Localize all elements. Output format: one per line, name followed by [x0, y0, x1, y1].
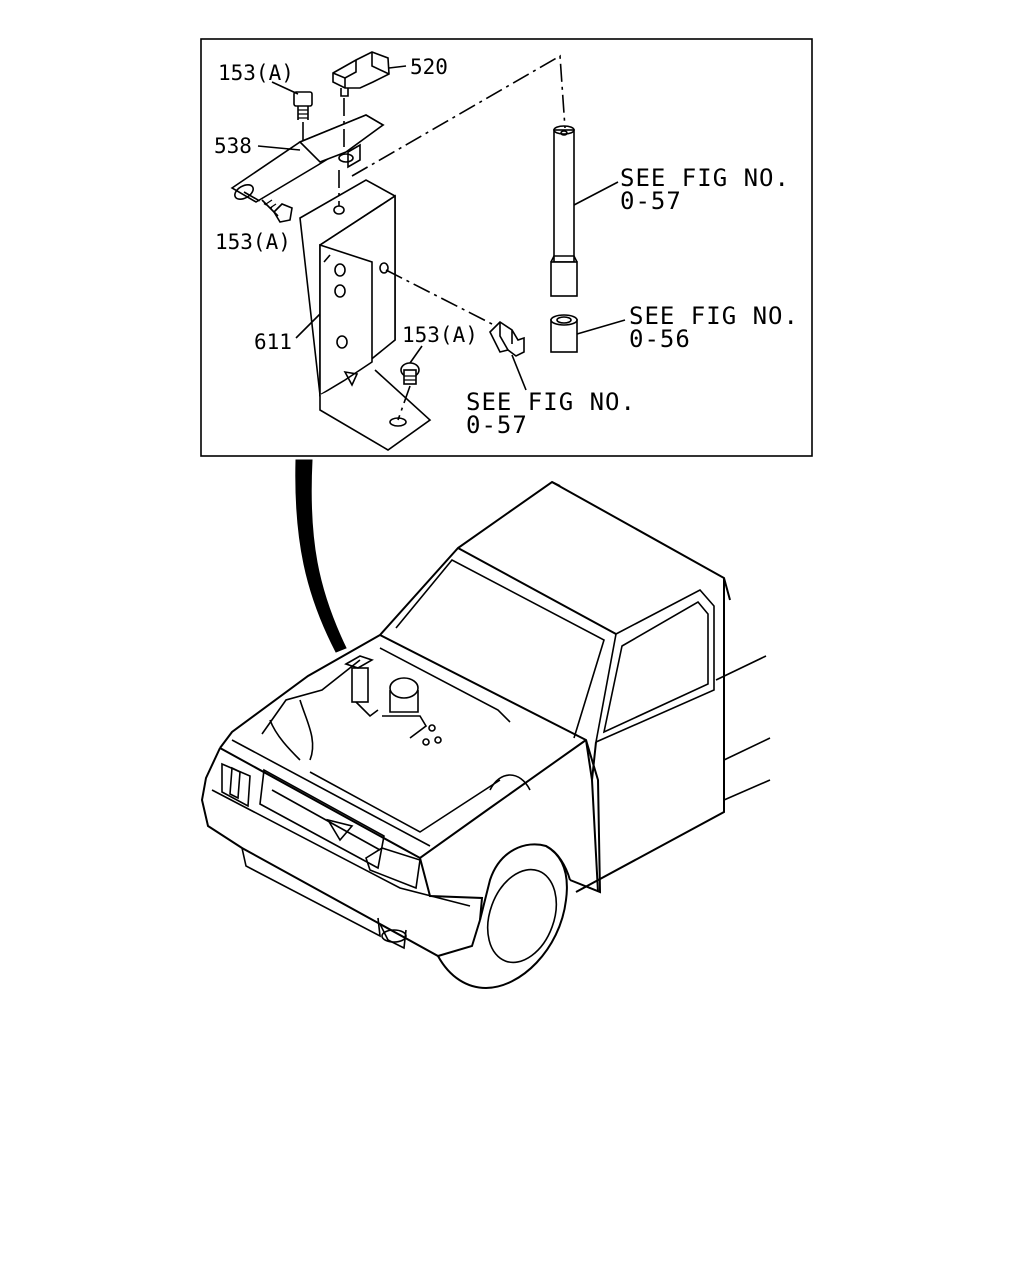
- bolt-mid: [261, 199, 293, 223]
- ref-ferrite-line2: 0-56: [629, 325, 691, 353]
- dash-bolt-mid: [243, 191, 273, 209]
- clip: [489, 320, 525, 357]
- leader-ref-ferrite: [576, 319, 626, 335]
- label-bolt-top: 153(A): [218, 61, 294, 85]
- leader-ref-clip: [511, 354, 527, 391]
- leader-ref-antenna: [573, 181, 619, 206]
- leader-538: [257, 145, 301, 151]
- ref-antenna-line1: SEE FIG NO.: [620, 164, 790, 192]
- ref-clip-line2: 0-57: [466, 411, 528, 439]
- truck-illustration: [200, 480, 771, 990]
- leader-bolt-low: [409, 345, 423, 364]
- leader-bolt-top: [271, 81, 299, 95]
- connector-520: [332, 51, 390, 97]
- dash-bolt-low: [397, 385, 411, 421]
- label-connector: 520: [410, 55, 448, 79]
- leader-520: [388, 65, 407, 69]
- bolt-top: [293, 91, 313, 120]
- ferrite-sleeve: [550, 314, 578, 353]
- label-bolt-low: 153(A): [402, 323, 478, 347]
- bracket-538: [230, 114, 385, 203]
- module-611: [299, 179, 432, 451]
- label-bracket: 538: [214, 134, 252, 158]
- callout-arrow: [295, 459, 347, 653]
- ref-ferrite-line1: SEE FIG NO.: [629, 302, 799, 330]
- label-module: 611: [254, 330, 292, 354]
- dash-antenna: [351, 54, 566, 177]
- leader-611: [295, 313, 321, 339]
- ref-clip-line1: SEE FIG NO.: [466, 388, 636, 416]
- ref-antenna-line2: 0-57: [620, 187, 682, 215]
- label-bolt-mid: 153(A): [215, 230, 291, 254]
- bolt-low: [400, 362, 420, 385]
- antenna-rod: [550, 125, 578, 297]
- dash-clip: [385, 269, 493, 325]
